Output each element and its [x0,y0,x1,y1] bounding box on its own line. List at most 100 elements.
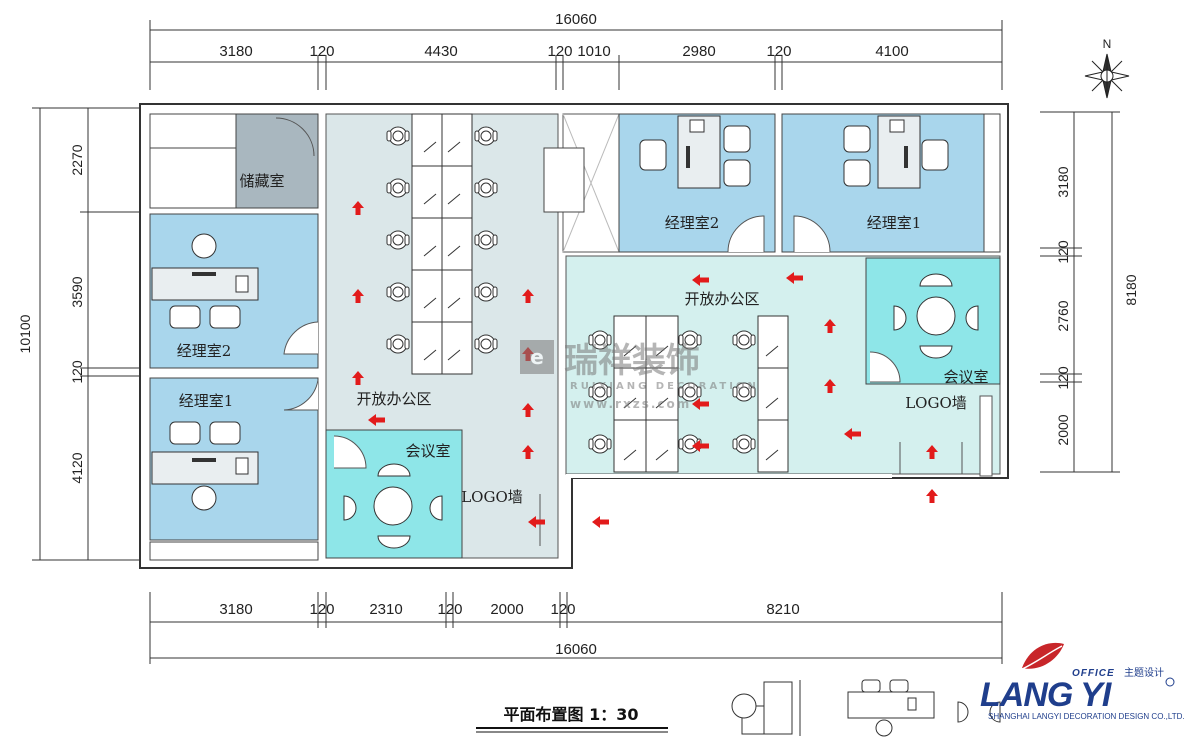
meeting-table-left [343,463,443,549]
dim-right-total: 8180 [1123,274,1139,305]
brand-tagline: 主题设计 [1124,666,1164,679]
flow-arrow [352,201,364,215]
manager-room-1-left-label: 经理室1 [179,392,234,410]
dim-top-seg-1: 3180 [219,43,252,60]
dim-top-seg-5: 1010 [577,43,610,60]
brand-logo: OFFICE 主题设计 LANG YI SHANGHAI LANGYI DECO… [980,642,1185,721]
dim-bottom-seg-6: 120 [550,601,575,618]
office-chair [386,282,410,302]
office-chair [386,230,410,250]
flow-arrow [692,398,709,410]
dim-top-seg-6: 2980 [682,43,715,60]
logo-wall-left-label: LOGO墙 [461,488,523,506]
dim-left-seg-2: 3590 [69,276,85,307]
flow-arrow [926,445,938,459]
svg-text:e: e [530,345,544,369]
logo-wall-right-label: LOGO墙 [905,394,967,412]
desk-manager-1-left [151,421,259,511]
office-chair [732,382,756,402]
workstation-cluster-left [386,113,498,375]
desk-manager-1-right [843,115,949,189]
dim-bottom-total: 16060 [555,641,597,658]
flow-arrow [926,489,938,503]
meeting-room-left-label: 会议室 [405,442,450,460]
dim-bottom-seg-7: 8210 [766,601,799,618]
dim-bottom-seg-3: 2310 [369,601,402,618]
open-office-right-label: 开放办公区 [684,290,759,308]
flow-arrow [844,428,861,440]
dimension-bottom [149,592,1003,664]
storage-label: 储藏室 [239,172,284,190]
open-office-left-label: 开放办公区 [356,390,431,408]
flow-arrow [522,445,534,459]
dim-bottom-seg-2: 120 [309,601,334,618]
dim-top-seg-2: 120 [309,43,334,60]
watermark: e 瑞祥装饰 RUIXIANG DECORATION www.rxzs.com [520,340,756,411]
office-chair [732,330,756,350]
dim-bottom-seg-1: 3180 [219,601,252,618]
dim-bottom-segments: 3180 120 2310 120 2000 120 8210 [219,601,799,618]
office-chair [474,178,498,198]
dim-right-seg-1: 3180 [1055,166,1071,197]
dim-top-seg-4: 120 [547,43,572,60]
dim-top-seg-7: 120 [766,43,791,60]
flow-arrow [522,289,534,303]
dim-left-seg-4: 4120 [69,452,85,483]
dimension-top [149,20,1003,90]
office-chair [386,126,410,146]
dim-left-seg-1: 2270 [69,144,85,175]
watermark-name: 瑞祥装饰 [564,341,700,381]
dim-right-seg-4: 120 [1055,366,1071,390]
dim-left-total: 10100 [17,314,33,353]
dim-top-seg-3: 4430 [424,43,457,60]
dimension-left [32,107,140,561]
office-chair [678,382,702,402]
office-chair [678,330,702,350]
dim-top-seg-8: 4100 [875,43,908,60]
compass-north-label: N [1103,37,1112,51]
dim-bottom-seg-4: 120 [437,601,462,618]
desk-manager-2-right [639,115,751,189]
flow-arrow [352,289,364,303]
drawing-title: 平面布置图 1：30 [504,705,639,724]
office-chair [732,434,756,454]
storage-door [275,117,315,157]
office-chair [588,382,612,402]
manager-room-2-left-label: 经理室2 [177,342,232,360]
manager-room-1-door [283,379,319,411]
brand-name: LANG YI [980,676,1113,714]
legend-desk [847,679,935,737]
office-chair [386,334,410,354]
manager-room-2-right-door [727,215,765,253]
dim-left-segments: 2270 3590 120 4120 [69,144,85,483]
office-chair [386,178,410,198]
storage-cabinet [149,147,237,209]
manager-room-1-right-door [793,215,831,253]
meeting-room-right-label: 会议室 [943,368,988,386]
compass: N [1084,37,1130,99]
flow-arrow [528,516,545,528]
manager-room-2-right-label: 经理室2 [665,214,720,232]
flow-arrow [692,274,709,286]
dimension-right [1040,111,1120,473]
workstation-row [386,217,498,271]
legend-round-table [957,701,1001,723]
office-chair [474,126,498,146]
flow-arrow [786,272,803,284]
office-chair [588,330,612,350]
meeting-table-right [893,273,979,359]
manager-room-2-door [283,321,319,355]
dim-right-segments: 3180 120 2760 120 2000 [1055,166,1071,445]
dim-top-total: 16060 [555,11,597,28]
brand-office: OFFICE [1072,668,1115,679]
flow-arrow [522,403,534,417]
circulation-arrows [352,201,938,528]
workstation-row [386,113,498,167]
workstation-row [386,269,498,323]
workstation-row [386,165,498,219]
dim-right-seg-5: 2000 [1055,414,1071,445]
manager-room-1-right-label: 经理室1 [867,214,922,232]
legend-workstation [731,680,801,736]
workstation-row [588,419,789,473]
